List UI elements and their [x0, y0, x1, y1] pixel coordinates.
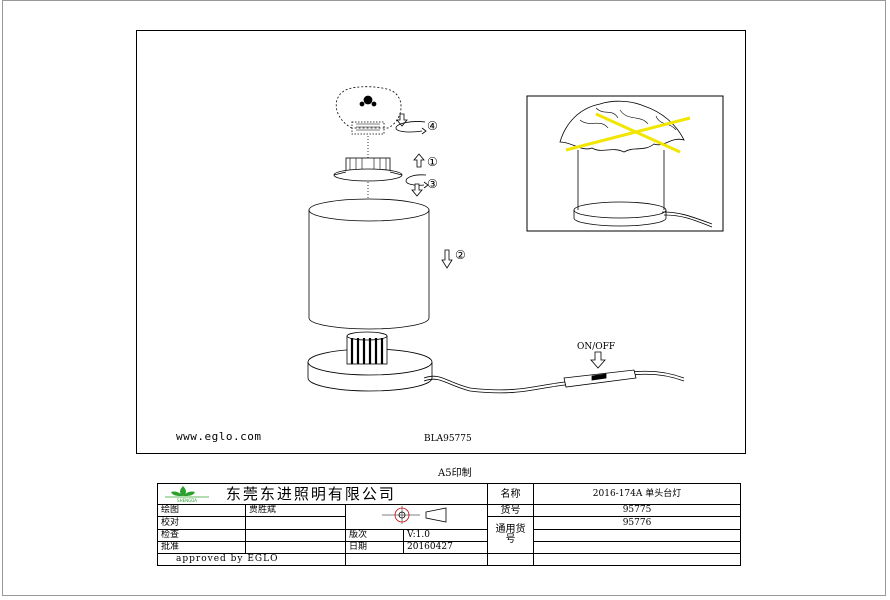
name-label: 名称: [487, 483, 535, 505]
version-value: V:1.0: [402, 529, 489, 542]
approved-by: approved by EGLO: [157, 553, 346, 566]
general-item-label: 通用货号: [487, 516, 535, 554]
item-label: 货号: [487, 504, 535, 517]
projection-symbol: [344, 504, 489, 530]
lampholder-ring: [333, 157, 403, 182]
drawn-label: 绘图: [157, 504, 246, 517]
bulb: [335, 86, 402, 135]
step-1-label: ①: [427, 155, 438, 169]
lamp-base: [307, 331, 433, 392]
approve-label: 批准: [157, 541, 246, 554]
inspect-value: [245, 529, 346, 542]
step-arrow-3: [405, 174, 429, 197]
general-item-extra-2: [533, 541, 742, 554]
step-arrow-1: [413, 153, 425, 168]
on-off-label: ON/OFF: [577, 342, 616, 352]
blank-cell-3: [533, 553, 742, 566]
check-label: 校对: [157, 516, 246, 530]
general-item-value: 95776: [533, 516, 742, 530]
inspect-label: 检查: [157, 529, 246, 542]
step-3-label: ③: [427, 177, 438, 191]
first-angle-projection-icon: [381, 506, 446, 524]
blank-cell-2: [487, 553, 535, 566]
step-arrow-4: [395, 113, 427, 135]
check-value: [245, 516, 346, 530]
drawing-frame: [136, 30, 746, 454]
company-cell: SHENGDA 东莞东进照明有限公司: [156, 483, 489, 505]
general-item-extra-1: [533, 529, 742, 542]
step-arrow-2: [441, 249, 453, 269]
warning-inset: [526, 95, 724, 232]
website-url: www.eglo.com: [176, 430, 262, 443]
model-code: BLA95775: [424, 434, 472, 444]
company-logo: SHENGDA: [161, 485, 213, 504]
glass-shade: [308, 198, 430, 330]
name-value: 2016-174A 单头台灯: [533, 483, 742, 505]
power-cable: [423, 370, 685, 394]
version-label: 版次: [345, 529, 404, 542]
print-note: A5印制: [438, 468, 472, 479]
step-2-label: ②: [455, 248, 466, 262]
cord-switch: [563, 369, 637, 388]
step-4-label: ④: [427, 119, 438, 133]
logo-text: SHENGDA: [177, 498, 197, 503]
blank-cell: [344, 553, 489, 566]
item-value: 95775: [533, 504, 742, 517]
switch-arrow: [590, 351, 606, 369]
cross-mark: [565, 112, 691, 154]
approve-value: [245, 541, 346, 554]
date-label: 日期: [345, 541, 404, 554]
company-name: 东莞东进照明有限公司: [225, 484, 396, 503]
step-numbers: ④ ① ③ ②: [427, 119, 466, 262]
drawn-value: 贾胜斌: [245, 504, 346, 517]
date-value: 20160427: [402, 541, 489, 554]
title-block: SHENGDA 东莞东进照明有限公司 名称 2016-174A 单头台灯 绘图 …: [156, 483, 742, 566]
